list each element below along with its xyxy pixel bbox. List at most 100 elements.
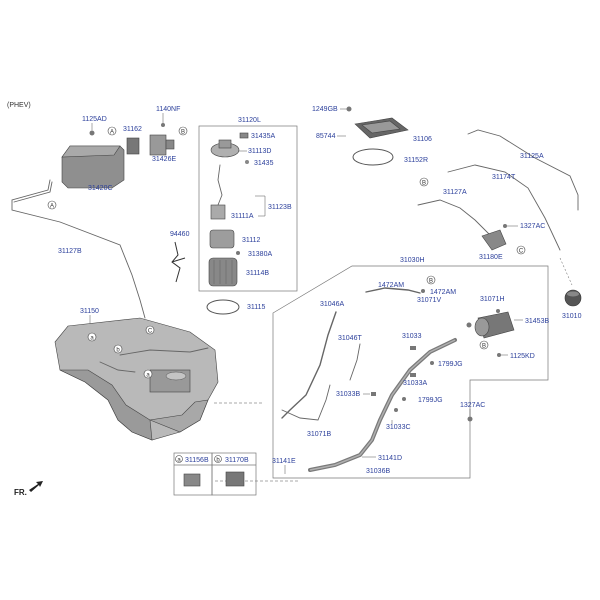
part-label-31127A: 31127A (443, 189, 467, 196)
svg-text:b: b (216, 458, 220, 464)
callout-b-tank: b (113, 344, 123, 354)
harness-group: 94460 (170, 231, 190, 283)
tank-cover-group: 1249GB 85744 31106 31152R (312, 106, 432, 166)
callout-A-canister: A (107, 126, 117, 136)
part-label-31111A: 31111A (231, 213, 254, 220)
bolt-1125AD (89, 130, 95, 136)
part-label-31071B: 31071B (307, 431, 331, 438)
part-label-31174T: 31174T (492, 174, 516, 181)
svg-text:a: a (146, 373, 150, 379)
tube-31046T (349, 343, 361, 381)
front-arrow-icon (29, 481, 43, 492)
vent-hose-31046A (281, 311, 337, 419)
line-31125A (467, 129, 579, 211)
svg-text:B: B (482, 344, 486, 350)
fuel-filter-31111A (210, 204, 226, 220)
part-label-31162: 31162 (123, 126, 142, 133)
callout-B-line: B (419, 177, 429, 187)
part-label-31125A: 31125A (520, 153, 544, 160)
svg-text:A: A (110, 130, 114, 136)
part-label-31115: 31115 (247, 304, 266, 311)
clip-31435 (245, 160, 249, 164)
pump-wire (217, 164, 223, 206)
callout-a-tank-2: a (143, 369, 153, 379)
svg-text:C: C (519, 249, 524, 255)
callout-B-housing: B (479, 340, 489, 350)
svg-text:C: C (148, 329, 153, 335)
svg-text:a: a (177, 458, 181, 464)
svg-text:B: B (422, 181, 426, 187)
part-label-31113D: 31113D (248, 148, 271, 155)
harness-94460 (171, 241, 186, 283)
filler-neck-box (272, 265, 549, 479)
part-label-31123B: 31123B (268, 204, 292, 211)
part-label-31112: 31112 (242, 237, 261, 244)
clip-31156B (183, 473, 201, 487)
front-indicator: FR. (14, 481, 43, 497)
callout-C-tank: C (145, 325, 155, 335)
part-label-85744: 85744 (316, 133, 336, 140)
legend-callout-b: b (214, 455, 222, 464)
part-label-31426E: 31426E (152, 156, 176, 163)
part-label-31141D: 31141D (378, 455, 402, 462)
part-label-31106: 31106 (413, 136, 432, 143)
part-label-31010: 31010 (562, 313, 582, 320)
part-label-1249GB: 1249GB (312, 106, 338, 113)
part-label-31453B: 31453B (525, 318, 549, 325)
part-label-31152R: 31152R (404, 157, 428, 164)
part-label-31114B: 31114B (246, 270, 269, 277)
part-label-94460: 94460 (170, 231, 190, 238)
svg-text:b: b (116, 348, 120, 354)
clip-31170B (225, 471, 245, 487)
legend-box-b (211, 452, 257, 496)
svg-text:A: A (50, 204, 54, 210)
filler-neck-group: 31030H 1472AM B 1472AM 31071V 31046A 310… (272, 257, 549, 479)
pump-module-group: 31120L 31435A 31113D 31435 31111A 31123B… (198, 117, 298, 292)
svg-text:a: a (90, 336, 94, 342)
filler-neck-31036B (308, 338, 457, 472)
part-label-1472AM-b: 1472AM (430, 289, 456, 296)
part-label-31036B: 31036B (366, 468, 390, 475)
part-label-1327AC-top: 1327AC (520, 223, 545, 230)
part-label-1140NF: 1140NF (156, 106, 180, 113)
line-31127A (417, 199, 491, 236)
part-label-1799JG-a: 1799JG (438, 361, 463, 368)
part-label-31435A: 31435A (251, 133, 275, 140)
vapor-line-31127B (11, 179, 146, 319)
canister-valve (149, 134, 167, 156)
clip-31380A (236, 251, 240, 255)
callout-A-line: A (47, 200, 57, 210)
part-label-31420C: 31420C (88, 185, 113, 192)
part-label-31180E: 31180E (479, 254, 503, 261)
pump-module-box (198, 125, 298, 292)
variant-label: (PHEV) (7, 102, 31, 109)
part-label-1799JG-b: 1799JG (418, 397, 443, 404)
legend-clips: a 31156B b 31170B (173, 452, 257, 496)
part-label-31033: 31033 (402, 333, 422, 340)
svg-text:B: B (429, 279, 433, 285)
svg-text:B: B (181, 130, 185, 136)
part-label-1472AM-a: 1472AM (378, 282, 404, 289)
canister-bracket-left (126, 137, 140, 155)
part-label-31071V: 31071V (417, 297, 441, 304)
bolt-1140NF (161, 123, 165, 127)
part-label-31380A: 31380A (248, 251, 272, 258)
connector-31435A (239, 132, 249, 139)
part-label-31071H: 31071H (480, 296, 505, 303)
part-label-31033C: 31033C (386, 424, 411, 431)
part-label-1327AC-bottom: 1327AC (460, 402, 485, 409)
part-label-31435: 31435 (254, 160, 274, 167)
part-label-31033A: 31033A (403, 380, 427, 387)
part-label-31170B: 31170B (225, 457, 249, 464)
canister-group: 1125AD 1140NF 31162 A B 31426E 31420C A … (11, 106, 188, 319)
vapor-lines-group: 31125A 31174T B 31127A 1327AC 31180E C 3… (417, 129, 582, 320)
pump-reservoir-31114B (208, 257, 238, 287)
part-label-31156B: 31156B (185, 457, 209, 464)
part-label-31030H: 31030H (400, 257, 425, 264)
legend-callout-a: a (175, 455, 183, 464)
front-label: FR. (14, 488, 27, 497)
valve-31180E (481, 229, 507, 251)
part-label-31120L: 31120L (238, 117, 261, 124)
part-label-31127B: 31127B (58, 248, 82, 255)
